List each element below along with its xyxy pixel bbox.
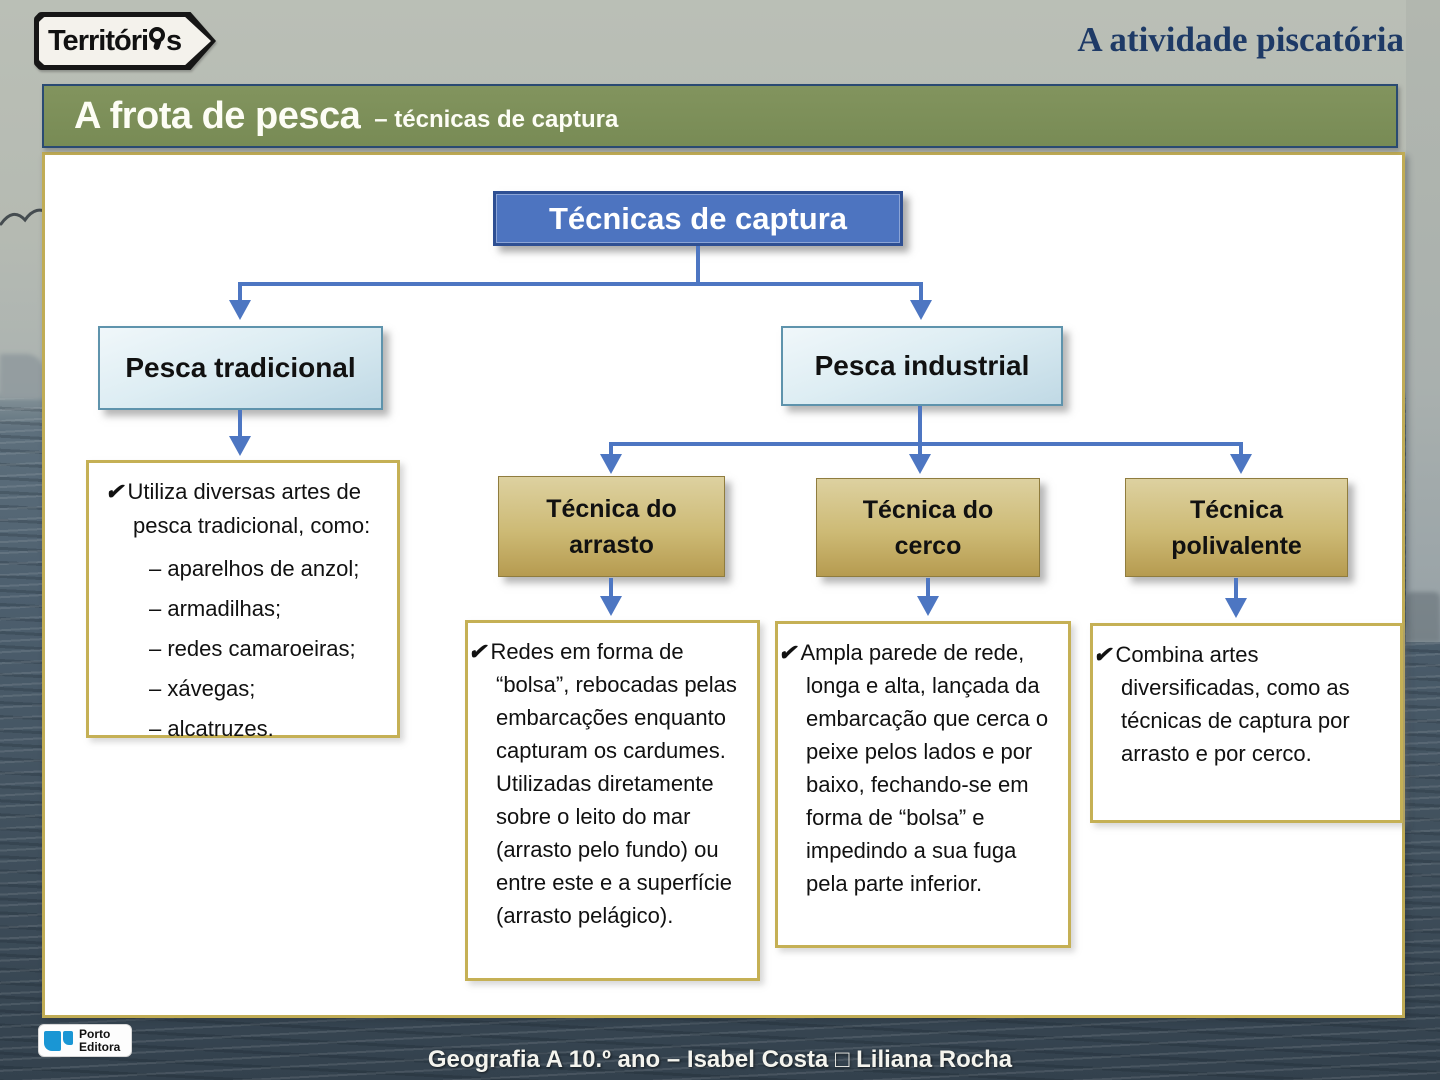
arrow-down-icon bbox=[229, 300, 251, 320]
arrow-down-icon bbox=[917, 596, 939, 616]
connector-line bbox=[1234, 578, 1238, 600]
connector-line bbox=[238, 410, 242, 438]
connector-line bbox=[238, 282, 923, 286]
list-item: – xávegas; bbox=[149, 676, 256, 701]
arrow-down-icon bbox=[1230, 454, 1252, 474]
arrow-down-icon bbox=[600, 454, 622, 474]
connector-line bbox=[918, 442, 922, 456]
slide-header: A frota de pesca – técnicas de captura bbox=[42, 84, 1398, 148]
node-pesca-industrial: Pesca industrial bbox=[781, 326, 1063, 406]
headland-silhouette bbox=[0, 354, 44, 398]
map-pin-icon bbox=[149, 27, 166, 51]
page-title: A atividade piscatória bbox=[1077, 20, 1404, 59]
logo-text-suffix: s bbox=[166, 24, 182, 57]
connector-line bbox=[918, 406, 922, 446]
footer-credit: Geografia A 10.º ano – Isabel Costa □ Li… bbox=[427, 1046, 1013, 1073]
logo-text-prefix: Territóri bbox=[48, 24, 149, 57]
arrow-down-icon bbox=[909, 454, 931, 474]
connector-line bbox=[926, 578, 930, 598]
node-tecnicas-de-captura: Técnicas de captura bbox=[493, 191, 903, 246]
check-icon: ✔ bbox=[778, 640, 797, 665]
box-polivalente-description: ✔Combina artes diversificadas, como as t… bbox=[1090, 623, 1403, 823]
box-cerco-description: ✔Ampla parede de rede, longa e alta, lan… bbox=[775, 621, 1071, 948]
tradicional-intro: ✔Utiliza diversas artes de pesca tradici… bbox=[105, 479, 371, 538]
arrow-down-icon bbox=[600, 596, 622, 616]
node-pesca-tradicional: Pesca tradicional bbox=[98, 326, 383, 410]
porto-editora-logo: Porto Editora bbox=[38, 1024, 132, 1057]
connector-line bbox=[609, 442, 613, 456]
connector-line bbox=[609, 442, 1243, 446]
check-icon: ✔ bbox=[468, 639, 487, 664]
connector-line bbox=[238, 282, 242, 302]
node-tecnica-cerco: Técnica do cerco bbox=[816, 478, 1040, 577]
content-panel: Técnicas de captura Pesca tradicional Pe… bbox=[42, 152, 1405, 1018]
slide-header-sub: – técnicas de captura bbox=[374, 106, 619, 133]
node-tecnica-polivalente: Técnica polivalente bbox=[1125, 478, 1348, 577]
porto-editora-icon bbox=[44, 1029, 74, 1053]
box-tradicional-details: ✔Utiliza diversas artes de pesca tradici… bbox=[86, 460, 400, 741]
arrow-down-icon bbox=[910, 300, 932, 320]
tradicional-list: – aparelhos de anzol; – armadilhas; – re… bbox=[105, 549, 383, 749]
list-item: – aparelhos de anzol; bbox=[149, 556, 360, 581]
slide-header-main: A frota de pesca bbox=[74, 94, 361, 137]
list-item: – armadilhas; bbox=[149, 596, 282, 621]
sign-face bbox=[39, 17, 211, 65]
territorios-logo-text: Territóri s bbox=[48, 12, 182, 70]
arrow-down-icon bbox=[229, 436, 251, 456]
check-icon: ✔ bbox=[105, 479, 124, 504]
ship-silhouette bbox=[1406, 592, 1440, 642]
porto-editora-text: Porto Editora bbox=[79, 1026, 121, 1054]
sky-right-strip bbox=[1406, 0, 1440, 642]
box-arrasto-description: ✔Redes em forma de “bolsa”, rebocadas pe… bbox=[465, 620, 760, 981]
list-item: – alcatruzes. bbox=[149, 716, 274, 741]
connector-line bbox=[1239, 442, 1243, 456]
list-item: – redes camaroeiras; bbox=[149, 636, 356, 661]
connector-line bbox=[919, 282, 923, 302]
arrow-down-icon bbox=[1225, 598, 1247, 618]
territorios-logo: Territóri s bbox=[34, 12, 216, 70]
check-icon: ✔ bbox=[1093, 642, 1112, 667]
connector-line bbox=[609, 578, 613, 598]
node-tecnica-arrasto: Técnica do arrasto bbox=[498, 476, 725, 577]
connector-line bbox=[696, 246, 700, 286]
